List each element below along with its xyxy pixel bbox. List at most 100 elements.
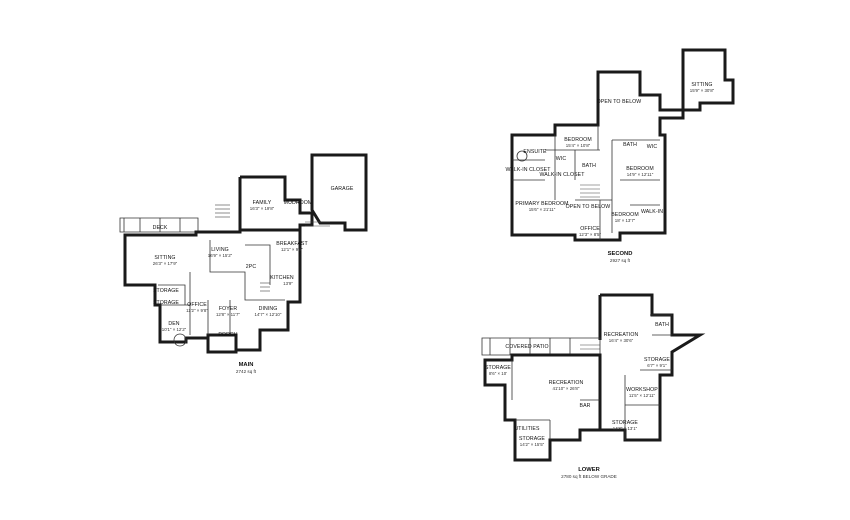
svg-text:11'5" × 12'11": 11'5" × 12'11" <box>629 393 656 398</box>
svg-text:STORAGE: STORAGE <box>153 300 179 306</box>
room-lower-bath: BATH <box>655 322 669 328</box>
svg-text:16'4" × 30'6": 16'4" × 30'6" <box>609 338 634 343</box>
svg-text:14'8" × 13'1": 14'8" × 13'1" <box>613 426 638 431</box>
room-bath-b: BATH <box>582 163 596 169</box>
svg-text:16'9" × 15'2": 16'9" × 15'2" <box>208 253 233 258</box>
room-bath-a: BATH <box>623 142 637 148</box>
svg-text:STORAGE: STORAGE <box>485 365 511 371</box>
svg-text:WALK-IN: WALK-IN <box>641 209 663 215</box>
room-walk-in-closet-1: WALK-IN CLOSET <box>505 167 551 173</box>
svg-text:FOYER: FOYER <box>219 306 238 312</box>
svg-text:15'9" × 30'8": 15'9" × 30'8" <box>690 88 715 93</box>
svg-text:STORAGE: STORAGE <box>153 288 179 294</box>
svg-text:12'1" × 9'8": 12'1" × 9'8" <box>281 247 303 252</box>
svg-text:SITTING: SITTING <box>691 82 712 88</box>
svg-text:WALK-IN CLOSET: WALK-IN CLOSET <box>505 167 551 173</box>
room-bar: BAR <box>580 403 591 409</box>
svg-text:14'7" × 12'10": 14'7" × 12'10" <box>255 312 282 317</box>
svg-text:10'1" × 12'2": 10'1" × 12'2" <box>162 327 187 332</box>
room-deck: DECK <box>153 225 168 231</box>
room-wic-a: WIC <box>647 144 658 150</box>
svg-text:13'9": 13'9" <box>283 281 293 286</box>
svg-text:OPEN TO BELOW: OPEN TO BELOW <box>566 204 611 210</box>
svg-text:12'8" × 11'7": 12'8" × 11'7" <box>216 312 241 317</box>
second-floor-title: SECOND <box>608 251 633 257</box>
svg-text:WORKSHOP: WORKSHOP <box>626 387 658 393</box>
room-open-to-below: OPEN TO BELOW <box>566 204 611 210</box>
second-floor-area: 2927 sq ft <box>610 258 631 263</box>
lower-floor-area: 2780 sq ft BELOW GRADE <box>561 474 617 479</box>
svg-text:15'4" × 10'8": 15'4" × 10'8" <box>566 143 591 148</box>
svg-text:14'9" × 12'11": 14'9" × 12'11" <box>627 172 654 177</box>
svg-text:PRIMARY BEDROOM: PRIMARY BEDROOM <box>515 201 568 207</box>
svg-text:UTILITIES: UTILITIES <box>514 426 540 432</box>
svg-text:KITCHEN: KITCHEN <box>270 275 294 281</box>
svg-text:OFFICE: OFFICE <box>187 302 207 308</box>
svg-text:COVERED PATIO: COVERED PATIO <box>505 344 548 350</box>
main-floor-area: 2742 sq ft <box>236 369 257 374</box>
svg-text:18' × 13'7": 18' × 13'7" <box>615 218 636 223</box>
room-storage-1: STORAGE <box>153 288 179 294</box>
svg-text:WIC: WIC <box>556 156 567 162</box>
svg-text:WIC: WIC <box>647 144 658 150</box>
svg-text:BEDROOM: BEDROOM <box>564 137 592 143</box>
svg-text:15'6" × 21'11": 15'6" × 21'11" <box>529 207 556 212</box>
room-walk-in-closet-2: WALK-IN CLOSET <box>539 172 585 178</box>
svg-text:OPEN TO BELOW: OPEN TO BELOW <box>597 99 642 105</box>
svg-text:DECK: DECK <box>153 225 168 231</box>
svg-text:SITTING: SITTING <box>154 255 175 261</box>
room-utilities: UTILITIES <box>514 426 540 432</box>
svg-text:RECREATION: RECREATION <box>604 332 639 338</box>
svg-text:STORAGE: STORAGE <box>644 357 670 363</box>
svg-text:RECREATION: RECREATION <box>549 380 584 386</box>
lower-floor-title: LOWER <box>578 467 600 473</box>
svg-text:DEN: DEN <box>168 321 179 327</box>
svg-text:WALK-IN CLOSET: WALK-IN CLOSET <box>539 172 585 178</box>
svg-text:14'2" × 15'5": 14'2" × 15'5" <box>520 442 545 447</box>
svg-text:BREAKFAST: BREAKFAST <box>276 241 308 247</box>
svg-text:ENSUITE: ENSUITE <box>523 149 547 155</box>
svg-text:8'6" × 10': 8'6" × 10' <box>489 371 507 376</box>
svg-text:OFFICE: OFFICE <box>580 226 600 232</box>
svg-text:STORAGE: STORAGE <box>612 420 638 426</box>
svg-text:GARAGE: GARAGE <box>331 186 354 192</box>
svg-text:41'10" × 26'8": 41'10" × 26'8" <box>553 386 580 391</box>
main-floor-title: MAIN <box>239 362 254 368</box>
svg-text:BAR: BAR <box>580 403 591 409</box>
room-wic-b: WIC <box>556 156 567 162</box>
svg-text:11'2" × 9'8": 11'2" × 9'8" <box>186 308 208 313</box>
room-open-to-below-top: OPEN TO BELOW <box>597 99 642 105</box>
svg-text:STORAGE: STORAGE <box>519 436 545 442</box>
svg-text:BEDROOM: BEDROOM <box>611 212 639 218</box>
room-storage-2: STORAGE <box>153 300 179 306</box>
svg-text:16'3" × 19'8": 16'3" × 19'8" <box>250 206 275 211</box>
svg-text:MUDROOM: MUDROOM <box>284 200 313 206</box>
svg-text:6'7" × 9'1": 6'7" × 9'1" <box>647 363 667 368</box>
room-mudroom: MUDROOM <box>284 200 313 206</box>
